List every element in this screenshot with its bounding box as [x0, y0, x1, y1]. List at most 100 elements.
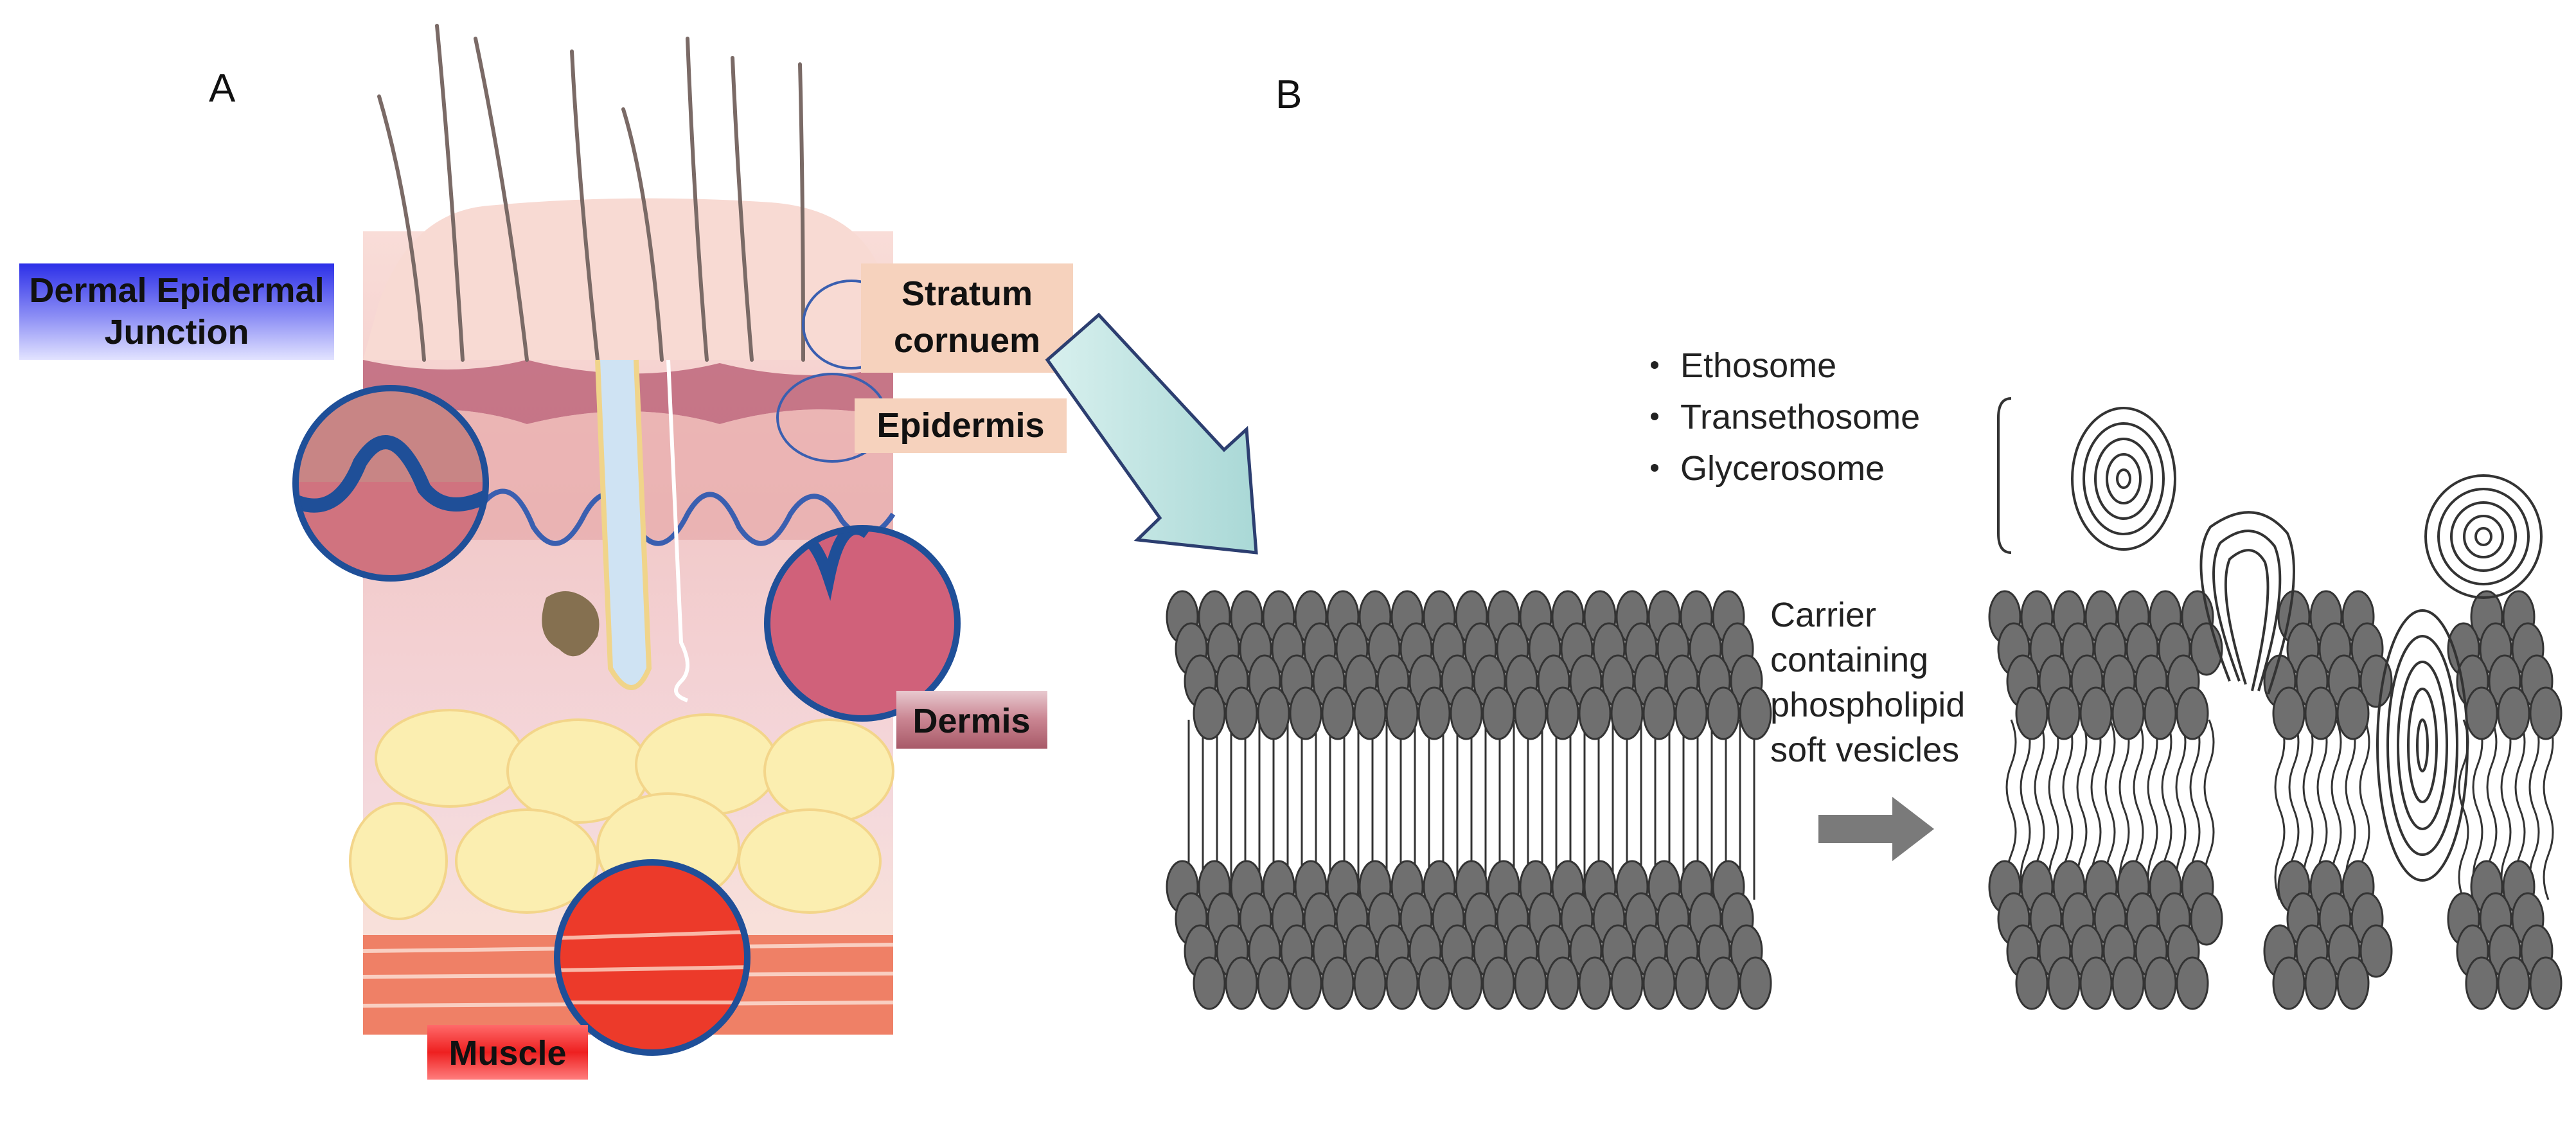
lipid-head: [1514, 956, 1547, 1010]
process-arrow: [1818, 797, 1934, 861]
carrier-item-glycerosome: Glycerosome: [1680, 449, 1885, 488]
vesicle-3: [2424, 474, 2543, 599]
lipid-head: [1353, 956, 1387, 1010]
vesicle-deforming: [2199, 511, 2295, 695]
lipid-tail: [2005, 719, 2017, 810]
lipid-head: [1674, 686, 1708, 740]
caption-line1: Carrier: [1770, 596, 1876, 634]
fat-layer: [349, 709, 894, 920]
vesicle-1: [2071, 407, 2176, 551]
dermis-label: Dermis: [896, 691, 1047, 749]
lipid-head: [1321, 956, 1355, 1010]
lipid-head: [1739, 956, 1772, 1010]
panel-a-letter: A: [209, 66, 236, 111]
lipid-head: [2079, 686, 2113, 740]
lipid-head: [1450, 956, 1483, 1010]
dej-label-line2: Junction: [105, 313, 249, 352]
lipid-head: [1578, 956, 1612, 1010]
lipid-head: [1610, 686, 1644, 740]
lipid-head: [1610, 956, 1644, 1010]
lipid-tail: [2034, 719, 2045, 810]
lipid-head: [2144, 956, 2177, 1010]
lipid-head: [2304, 956, 2338, 1010]
lipid-head: [2111, 956, 2145, 1010]
stratum-label-line2: cornuem: [894, 321, 1040, 360]
caption-line4: soft vesicles: [1770, 731, 1959, 769]
lipid-head: [1385, 686, 1419, 740]
lipid-head: [2176, 686, 2209, 740]
dej-label-line1: Dermal Epidermal: [29, 271, 324, 310]
skin-surface: [363, 198, 893, 360]
lipid-head: [2465, 956, 2498, 1010]
sebaceous-gland: [542, 591, 600, 657]
lipid-head: [2144, 686, 2177, 740]
lipid-tail: [2203, 719, 2215, 810]
lipid-head: [1385, 956, 1419, 1010]
disrupted-bilayer: [1988, 590, 2563, 1010]
hair-follicle: [595, 359, 652, 690]
lipid-head: [2529, 686, 2563, 740]
lipid-head: [1193, 686, 1226, 740]
lipid-head: [1289, 686, 1322, 740]
stratum-label: Stratum cornuem: [861, 263, 1073, 373]
lipid-head: [2015, 956, 2048, 1010]
caption-line2: containing: [1770, 641, 1928, 679]
lipid-head: [2190, 892, 2223, 946]
lipid-tail: [2543, 809, 2554, 900]
lipid-head: [2304, 686, 2338, 740]
lipid-head: [2465, 686, 2498, 740]
lipid-head: [1514, 686, 1547, 740]
lipid-tail: [2076, 719, 2088, 810]
lipid-head: [1450, 686, 1483, 740]
lipid-head: [1225, 686, 1258, 740]
lipid-head: [2047, 686, 2081, 740]
lipid-head: [2176, 956, 2209, 1010]
vesicles: [1997, 397, 2543, 882]
lipid-head: [1225, 956, 1258, 1010]
lipid-head: [1482, 956, 1515, 1010]
muscle-magnifier: [554, 859, 751, 1056]
lipid-head: [1578, 686, 1612, 740]
dermis-label-text: Dermis: [912, 702, 1030, 740]
intact-bilayer: [1166, 590, 1772, 1010]
lipid-head: [1546, 956, 1579, 1010]
lipid-head: [1321, 686, 1355, 740]
carrier-item-transethosome: Transethosome: [1680, 398, 1920, 436]
lipid-head: [1257, 686, 1290, 740]
lipid-head: [2336, 956, 2370, 1010]
carrier-item-ethosome: Ethosome: [1680, 346, 1836, 385]
lipid-tail: [2458, 809, 2469, 900]
lipid-head: [1707, 956, 1740, 1010]
lipid-head: [2359, 924, 2393, 978]
lipid-head: [1193, 956, 1226, 1010]
lipid-head: [1674, 956, 1708, 1010]
lipid-head: [2359, 654, 2393, 708]
lipid-head: [1417, 686, 1451, 740]
stratum-label-line1: Stratum: [902, 274, 1033, 313]
lipid-tail: [2274, 809, 2286, 900]
epidermis-label-text: Epidermis: [876, 406, 1044, 445]
lipid-head: [2497, 686, 2530, 740]
lipid-head: [2497, 956, 2530, 1010]
lipid-head: [2015, 686, 2048, 740]
lipid-head: [2272, 956, 2305, 1010]
panel-b-letter: B: [1275, 73, 1302, 117]
lipid-head: [2111, 686, 2145, 740]
lipid-head: [1417, 956, 1451, 1010]
epidermis-label: Epidermis: [855, 398, 1067, 453]
lipid-head: [2079, 956, 2113, 1010]
vesicle-squeezing: [2376, 609, 2469, 882]
carrier-caption: Carrier containing phospholipid soft ves…: [1770, 596, 1965, 769]
lipid-tail: [2331, 719, 2342, 810]
lipid-head: [1642, 686, 1676, 740]
big-arrow: [1045, 312, 1258, 555]
lipid-head: [1353, 686, 1387, 740]
lipid-head: [2336, 686, 2370, 740]
lipid-head: [2529, 956, 2563, 1010]
lipid-tail: [2359, 719, 2370, 810]
sweat-gland: [666, 359, 689, 702]
muscle-label: Muscle: [427, 1025, 588, 1080]
lipid-head: [1482, 686, 1515, 740]
lipid-head: [1739, 686, 1772, 740]
